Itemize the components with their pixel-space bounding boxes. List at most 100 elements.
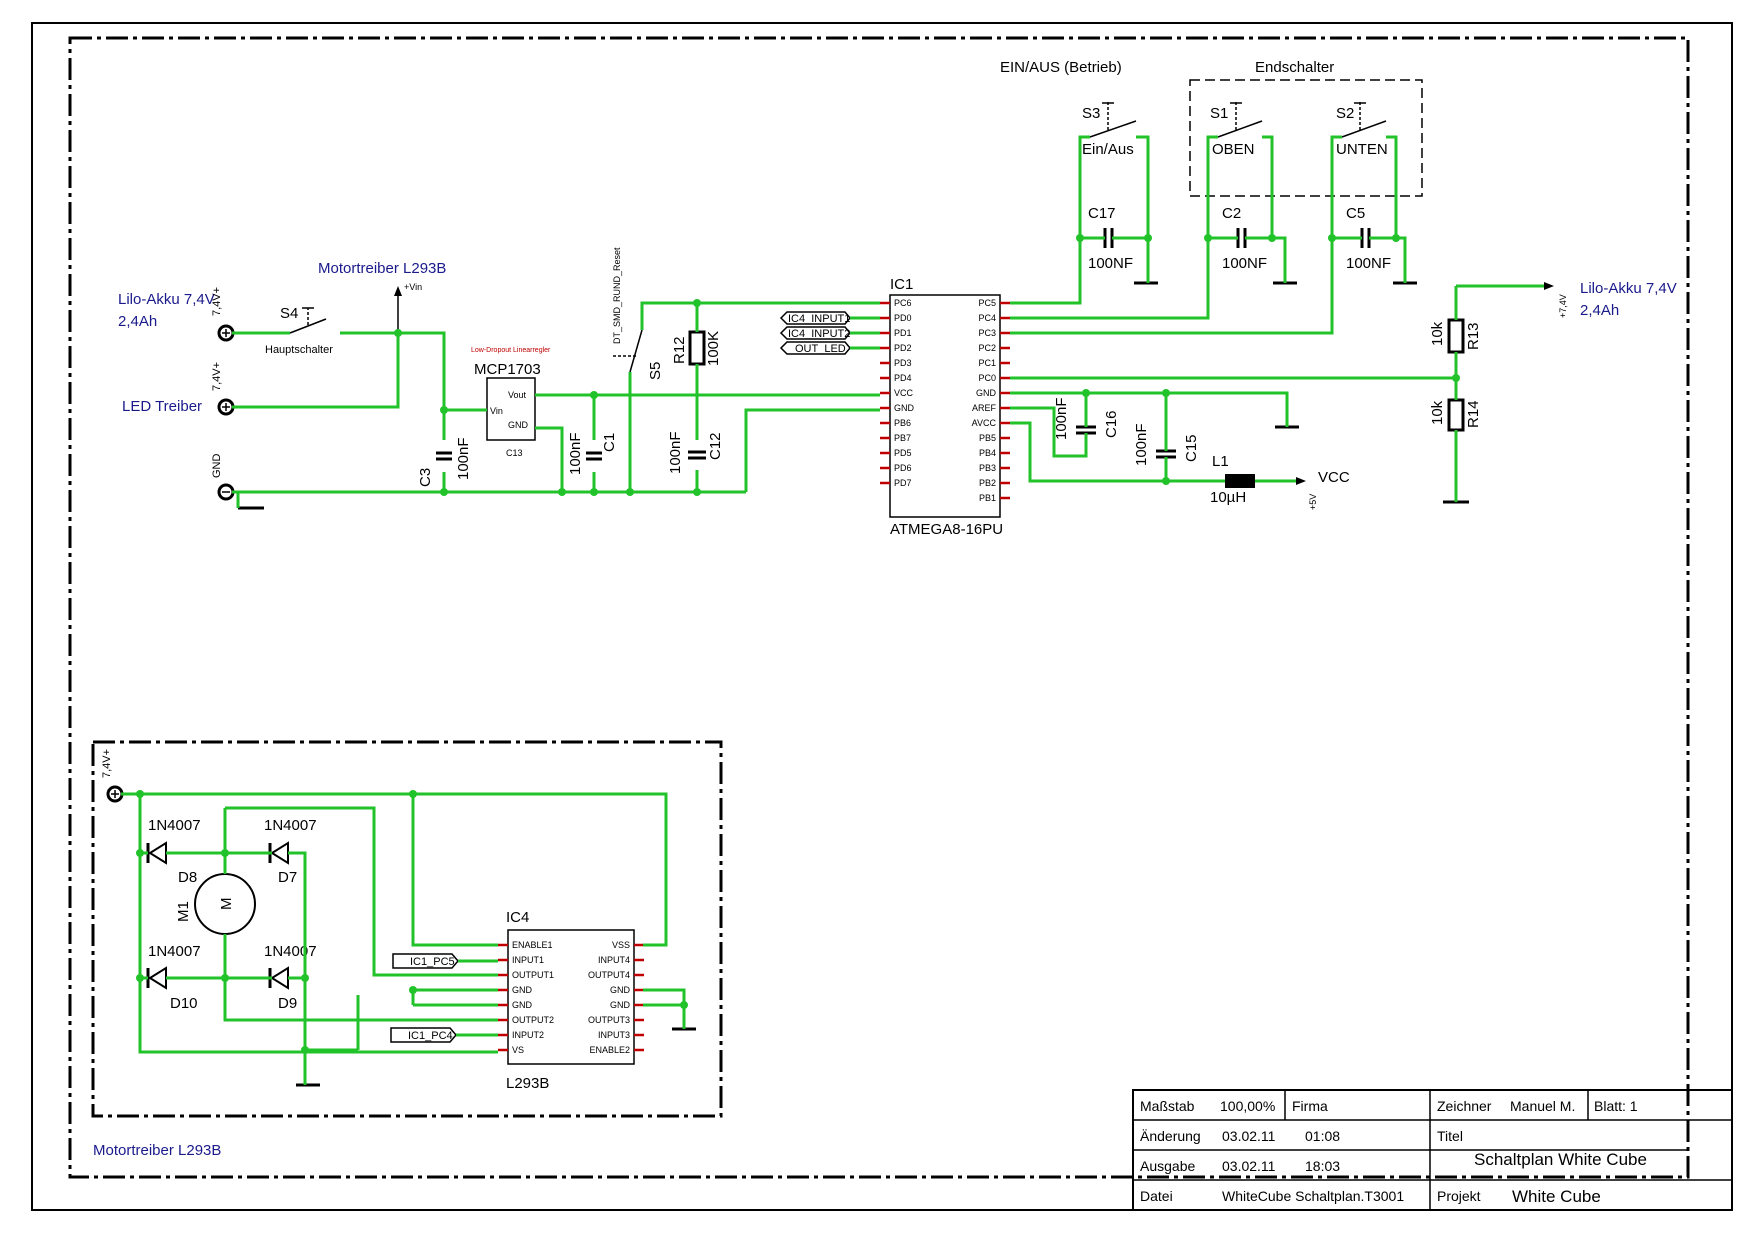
svg-text:S2: S2 bbox=[1336, 105, 1354, 122]
ic-pin-label: PC6 bbox=[894, 298, 912, 308]
ic-pin-label: GND bbox=[976, 388, 997, 398]
ic-pin-label: PD3 bbox=[894, 358, 912, 368]
ic-pin: GND bbox=[880, 403, 915, 413]
ic-pin: PD3 bbox=[880, 358, 912, 368]
svg-text:10µH: 10µH bbox=[1210, 489, 1246, 506]
ic-pin-label: GND bbox=[610, 1000, 631, 1010]
ic-pin: INPUT2 bbox=[498, 1030, 544, 1040]
ic-pin: GND bbox=[498, 1000, 533, 1010]
ic-pin-label: OUTPUT1 bbox=[512, 970, 554, 980]
svg-text:White Cube: White Cube bbox=[1512, 1187, 1601, 1206]
svg-text:+7,4V: +7,4V bbox=[1558, 294, 1568, 318]
capacitor-c12: 100nF C12 bbox=[667, 431, 724, 474]
svg-text:DT_SMD_RUND_Reset: DT_SMD_RUND_Reset bbox=[612, 247, 622, 344]
svg-text:Blatt: 1: Blatt: 1 bbox=[1594, 1098, 1638, 1114]
ic-pin: PC3 bbox=[978, 328, 1010, 338]
svg-text:100nF: 100nF bbox=[1053, 397, 1070, 440]
svg-text:C3: C3 bbox=[417, 468, 434, 487]
svg-text:R13: R13 bbox=[1465, 322, 1482, 350]
svg-text:Firma: Firma bbox=[1292, 1098, 1328, 1114]
svg-text:01:08: 01:08 bbox=[1305, 1128, 1340, 1144]
svg-text:GND: GND bbox=[211, 454, 223, 479]
svg-text:Ausgabe: Ausgabe bbox=[1140, 1158, 1195, 1174]
svg-text:100NF: 100NF bbox=[1346, 255, 1391, 272]
capacitor-c17: C17 100NF bbox=[1088, 205, 1133, 272]
svg-text:Änderung: Änderung bbox=[1140, 1128, 1201, 1144]
ic-pin: PD5 bbox=[880, 448, 912, 458]
ic-pin-label: GND bbox=[610, 985, 631, 995]
ic-pin-label: PC3 bbox=[978, 328, 996, 338]
ic-pin-label: INPUT1 bbox=[512, 955, 544, 965]
ic-pin-label: ENABLE2 bbox=[589, 1045, 630, 1055]
svg-text:Vin: Vin bbox=[490, 406, 503, 416]
terminal-led: 7,4V+ bbox=[211, 362, 235, 416]
ic-pin: ENABLE1 bbox=[498, 940, 553, 950]
svg-text:L293B: L293B bbox=[506, 1075, 549, 1092]
ic-pin-label: PD1 bbox=[894, 328, 912, 338]
svg-text:Ein/Aus: Ein/Aus bbox=[1082, 141, 1134, 158]
ic1-atmega8: IC1 ATMEGA8-16PU PC6PD0PD1PD2PD3PD4VCCGN… bbox=[880, 276, 1010, 538]
akku-in-label-2: 2,4Ah bbox=[118, 313, 157, 330]
ic-pin: OUTPUT1 bbox=[498, 970, 554, 980]
ic-pin-label: PC2 bbox=[978, 343, 996, 353]
svg-text:L1: L1 bbox=[1212, 453, 1229, 470]
svg-text:Datei: Datei bbox=[1140, 1188, 1173, 1204]
svg-text:IC1_PC5: IC1_PC5 bbox=[410, 956, 455, 968]
ic-pin-label: INPUT4 bbox=[598, 955, 630, 965]
ic-pin-label: PD7 bbox=[894, 478, 912, 488]
svg-text:+5V: +5V bbox=[1308, 494, 1318, 510]
inner-dashed-frame bbox=[68, 36, 1690, 1179]
net-labels-ic4: IC4_INPUT1 IC4_INPUT2 OUT_LED bbox=[779, 311, 851, 355]
svg-text:D8: D8 bbox=[178, 869, 197, 886]
svg-text:Projekt: Projekt bbox=[1437, 1188, 1481, 1204]
ic-pin-label: VSS bbox=[612, 940, 630, 950]
switch-s2: S2 UNTEN bbox=[1336, 102, 1388, 158]
svg-text:C13: C13 bbox=[506, 448, 523, 458]
ic-pin-label: PB5 bbox=[979, 433, 996, 443]
svg-text:C12: C12 bbox=[707, 432, 724, 460]
svg-text:S5: S5 bbox=[647, 362, 664, 380]
ic-pin-label: GND bbox=[512, 985, 533, 995]
svg-text:03.02.11: 03.02.11 bbox=[1222, 1128, 1276, 1144]
ic-pin: GND bbox=[610, 985, 644, 995]
svg-text:Schaltplan White Cube: Schaltplan White Cube bbox=[1474, 1150, 1647, 1169]
svg-text:7,4V+: 7,4V+ bbox=[211, 287, 223, 316]
net-labels-ic1: IC1_PC5 IC1_PC4 bbox=[390, 953, 459, 1043]
ic-pin: PB2 bbox=[979, 478, 1010, 488]
ic-pin: PD2 bbox=[880, 343, 912, 353]
svg-text:C1: C1 bbox=[601, 433, 618, 452]
terminal-motor-74v: 7,4V+ bbox=[101, 749, 124, 803]
ic-pin: PD6 bbox=[880, 463, 912, 473]
svg-text:IC1: IC1 bbox=[890, 276, 913, 293]
ic-pin-label: VS bbox=[512, 1045, 524, 1055]
ic-pin: PC6 bbox=[880, 298, 912, 308]
ic-pin: PB3 bbox=[979, 463, 1010, 473]
ic-pin: INPUT4 bbox=[598, 955, 644, 965]
capacitor-c1: 100nF C1 bbox=[567, 432, 618, 475]
ic-pin-label: PB2 bbox=[979, 478, 996, 488]
akku-in-label-1: Lilo-Akku 7,4V bbox=[118, 291, 215, 308]
ic-pin-label: PC1 bbox=[978, 358, 996, 368]
svg-text:GND: GND bbox=[508, 420, 529, 430]
svg-text:18:03: 18:03 bbox=[1305, 1158, 1340, 1174]
switch-s5-reset: DT_SMD_RUND_Reset S5 bbox=[612, 247, 664, 380]
svg-text:M: M bbox=[218, 898, 235, 911]
svg-text:Low-Dropout Linearregler: Low-Dropout Linearregler bbox=[471, 347, 551, 354]
ic-pin-label: PD4 bbox=[894, 373, 912, 383]
svg-text:C16: C16 bbox=[1103, 410, 1120, 438]
ic-pin-label: VCC bbox=[894, 388, 914, 398]
ic-pin-label: PC4 bbox=[978, 313, 996, 323]
switch-s1: S1 OBEN bbox=[1210, 102, 1263, 158]
ic-pin-label: GND bbox=[894, 403, 915, 413]
switch-s4: S4 Hauptschalter bbox=[265, 305, 333, 356]
motortreiber-caption: Motortreiber L293B bbox=[93, 1142, 221, 1159]
ic-pin-label: INPUT3 bbox=[598, 1030, 630, 1040]
ic-pin: PD4 bbox=[880, 373, 912, 383]
svg-text:R12: R12 bbox=[671, 336, 688, 364]
ic-pin-label: AREF bbox=[972, 403, 997, 413]
ic-pin-label: ENABLE1 bbox=[512, 940, 553, 950]
motortreiber-box bbox=[91, 740, 723, 1118]
svg-text:C17: C17 bbox=[1088, 205, 1116, 222]
svg-text:100nF: 100nF bbox=[667, 431, 684, 474]
svg-text:Maßstab: Maßstab bbox=[1140, 1098, 1195, 1114]
